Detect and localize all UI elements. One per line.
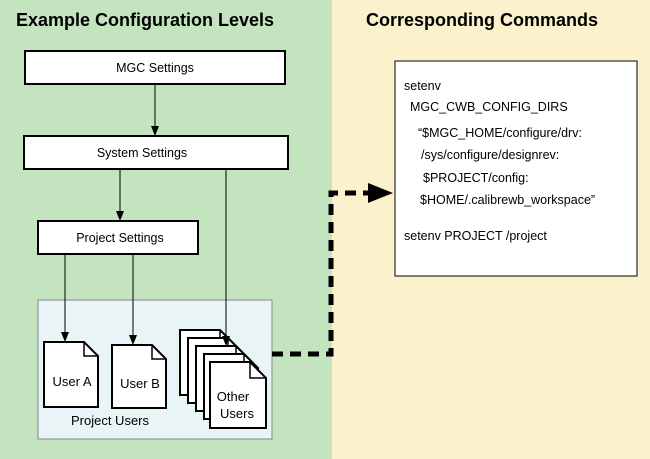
other-users-label-line1: Other xyxy=(217,389,250,404)
command-line-1: setenv xyxy=(404,79,442,93)
dashed-connector-arrow xyxy=(272,190,372,357)
command-line-2: MGC_CWB_CONFIG_DIRS xyxy=(410,100,568,114)
user-b-document-icon: User B xyxy=(111,344,167,409)
other-users-document-stack-icon: Other Users xyxy=(179,329,267,429)
command-line-6: $HOME/.calibrewb_workspace” xyxy=(420,193,595,207)
user-a-document-icon: User A xyxy=(43,341,99,408)
system-settings-label: System Settings xyxy=(97,146,187,160)
other-users-label-line2: Users xyxy=(220,406,254,421)
user-b-label: User B xyxy=(120,376,160,391)
mgc-settings-label: MGC Settings xyxy=(116,61,194,75)
left-panel-title: Example Configuration Levels xyxy=(16,10,274,30)
command-line-4: /sys/configure/designrev: xyxy=(421,148,559,162)
command-line-5: $PROJECT/config: xyxy=(423,171,529,185)
system-settings-box: System Settings xyxy=(23,135,289,170)
commands-box: setenv MGC_CWB_CONFIG_DIRS “$MGC_HOME/co… xyxy=(394,60,638,277)
project-settings-label: Project Settings xyxy=(76,231,164,245)
user-a-label: User A xyxy=(52,374,91,389)
command-line-3: “$MGC_HOME/configure/drv: xyxy=(418,126,582,140)
project-users-caption: Project Users xyxy=(71,413,150,428)
right-panel-title: Corresponding Commands xyxy=(366,10,598,30)
command-line-7: setenv PROJECT /project xyxy=(404,229,547,243)
project-settings-box: Project Settings xyxy=(37,220,199,255)
mgc-settings-box: MGC Settings xyxy=(24,50,286,85)
dashed-connector-arrowhead xyxy=(368,183,393,203)
